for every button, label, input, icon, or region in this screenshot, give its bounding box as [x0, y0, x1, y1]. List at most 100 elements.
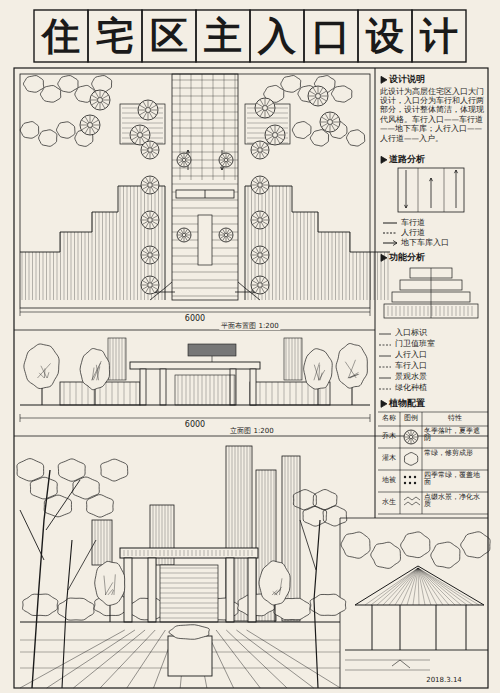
plan-tree: [251, 276, 269, 294]
sketch-line: [436, 605, 437, 650]
sketch-line: [190, 375, 191, 405]
sketch-line: [130, 186, 131, 300]
plan-tree: [404, 430, 418, 444]
sketch-line: [262, 251, 267, 254]
sketch-line: [234, 375, 235, 405]
sketch-line: [247, 123, 288, 124]
sketch-line: [220, 161, 224, 163]
sketch-line: [267, 130, 273, 134]
sketch-line: [388, 306, 389, 316]
sketch-line: [20, 418, 370, 419]
sketch-line: [172, 168, 238, 169]
sketch-line: [140, 126, 141, 133]
sketch-line: [262, 256, 267, 259]
plant-table: [378, 412, 488, 514]
sketch-line: [260, 110, 264, 116]
sketch-line: [149, 112, 153, 118]
sketch-line: [342, 232, 343, 300]
sketch-line: [141, 127, 145, 133]
sketch-line: [284, 382, 285, 405]
section-body: 此设计为高层住宅区入口大门设计，入口分为车行和人行两部分，设计整体简洁，体现现代…: [380, 87, 486, 143]
sketch-line: [146, 152, 149, 157]
sketch-line: [114, 574, 115, 595]
sketch-line: [110, 520, 111, 565]
pavilion-sketch: [341, 532, 490, 670]
sketch-line: [143, 286, 148, 289]
plan-tree: [219, 153, 233, 167]
sketch-line: [172, 176, 238, 177]
sketch-line: [256, 143, 259, 148]
sketch-line: [181, 237, 183, 241]
sketch-line: [20, 622, 340, 623]
drawing-label: 点缀水景，净化水质: [424, 494, 486, 509]
sketch-line: [310, 91, 316, 95]
sketch-line: [339, 232, 340, 300]
drawing-label: 灌木: [382, 454, 396, 462]
sketch-line: [248, 550, 249, 556]
plan-tree-core: [138, 133, 143, 138]
sketch-line: [228, 161, 232, 163]
sketch-line: [200, 550, 201, 556]
sketch-line: [260, 257, 261, 263]
legend-line: [383, 242, 397, 243]
sketch-path: [68, 540, 96, 590]
sketch-line: [247, 446, 248, 621]
sketch-line: [50, 252, 51, 300]
sketch-line: [313, 88, 317, 94]
sketch-line: [150, 211, 151, 217]
plan-tree: [251, 211, 269, 229]
sketch-line: [100, 630, 155, 688]
sketch-line: [152, 216, 157, 219]
sketch-line: [330, 113, 331, 120]
sketch-line: [257, 109, 263, 113]
sketch-line: [143, 135, 150, 136]
note-panel: 道路分析: [378, 153, 488, 167]
sketch-line: [374, 252, 375, 300]
sketch-line: [379, 367, 391, 368]
sketch-line: [252, 550, 253, 556]
sketch-line: [260, 176, 261, 182]
sketch-line: [265, 99, 266, 106]
sketch-line: [172, 88, 238, 89]
sketch-line: [20, 308, 21, 316]
sketch-line: [302, 382, 303, 405]
sketch-line: [395, 568, 418, 605]
sketch-line: [253, 151, 258, 154]
sketch-line: [377, 568, 418, 605]
sketch-line: [150, 152, 151, 158]
legend-line: [383, 222, 397, 223]
sketch-rect: [248, 558, 256, 622]
sketch-line: [107, 520, 108, 565]
sketch-line: [283, 186, 284, 300]
sketch-line: [143, 102, 147, 108]
sketch-line: [296, 382, 297, 405]
sheet-frames: [14, 68, 488, 688]
sketch-line: [320, 91, 326, 95]
sketch-path: [32, 470, 50, 688]
sketch-line: [151, 187, 154, 192]
sketch-line: [151, 213, 154, 218]
groundcover-dot: [409, 482, 411, 484]
sketch-line: [130, 382, 131, 405]
sketch-line: [141, 220, 147, 221]
sketch-path: [245, 186, 390, 300]
sketch-line: [262, 221, 267, 224]
sketch-line: [378, 448, 488, 449]
sketch-line: [428, 306, 429, 316]
sketch-line: [151, 178, 154, 183]
sketch-line: [71, 232, 72, 300]
sketch-line: [218, 375, 219, 405]
shrub-outline: [101, 459, 128, 481]
sketch-line: [418, 568, 449, 605]
sketch-line: [143, 151, 148, 154]
sketch-line: [432, 306, 433, 316]
sketch-line: [150, 111, 156, 115]
sketch-line: [456, 170, 457, 208]
sketch-line: [272, 590, 277, 595]
sketch-rect: [148, 558, 156, 622]
sketch-line: [25, 252, 26, 300]
sketch-line: [152, 251, 157, 254]
shrub-outline: [58, 76, 78, 93]
sketch-line: [256, 187, 259, 192]
sketch-line: [275, 138, 276, 145]
